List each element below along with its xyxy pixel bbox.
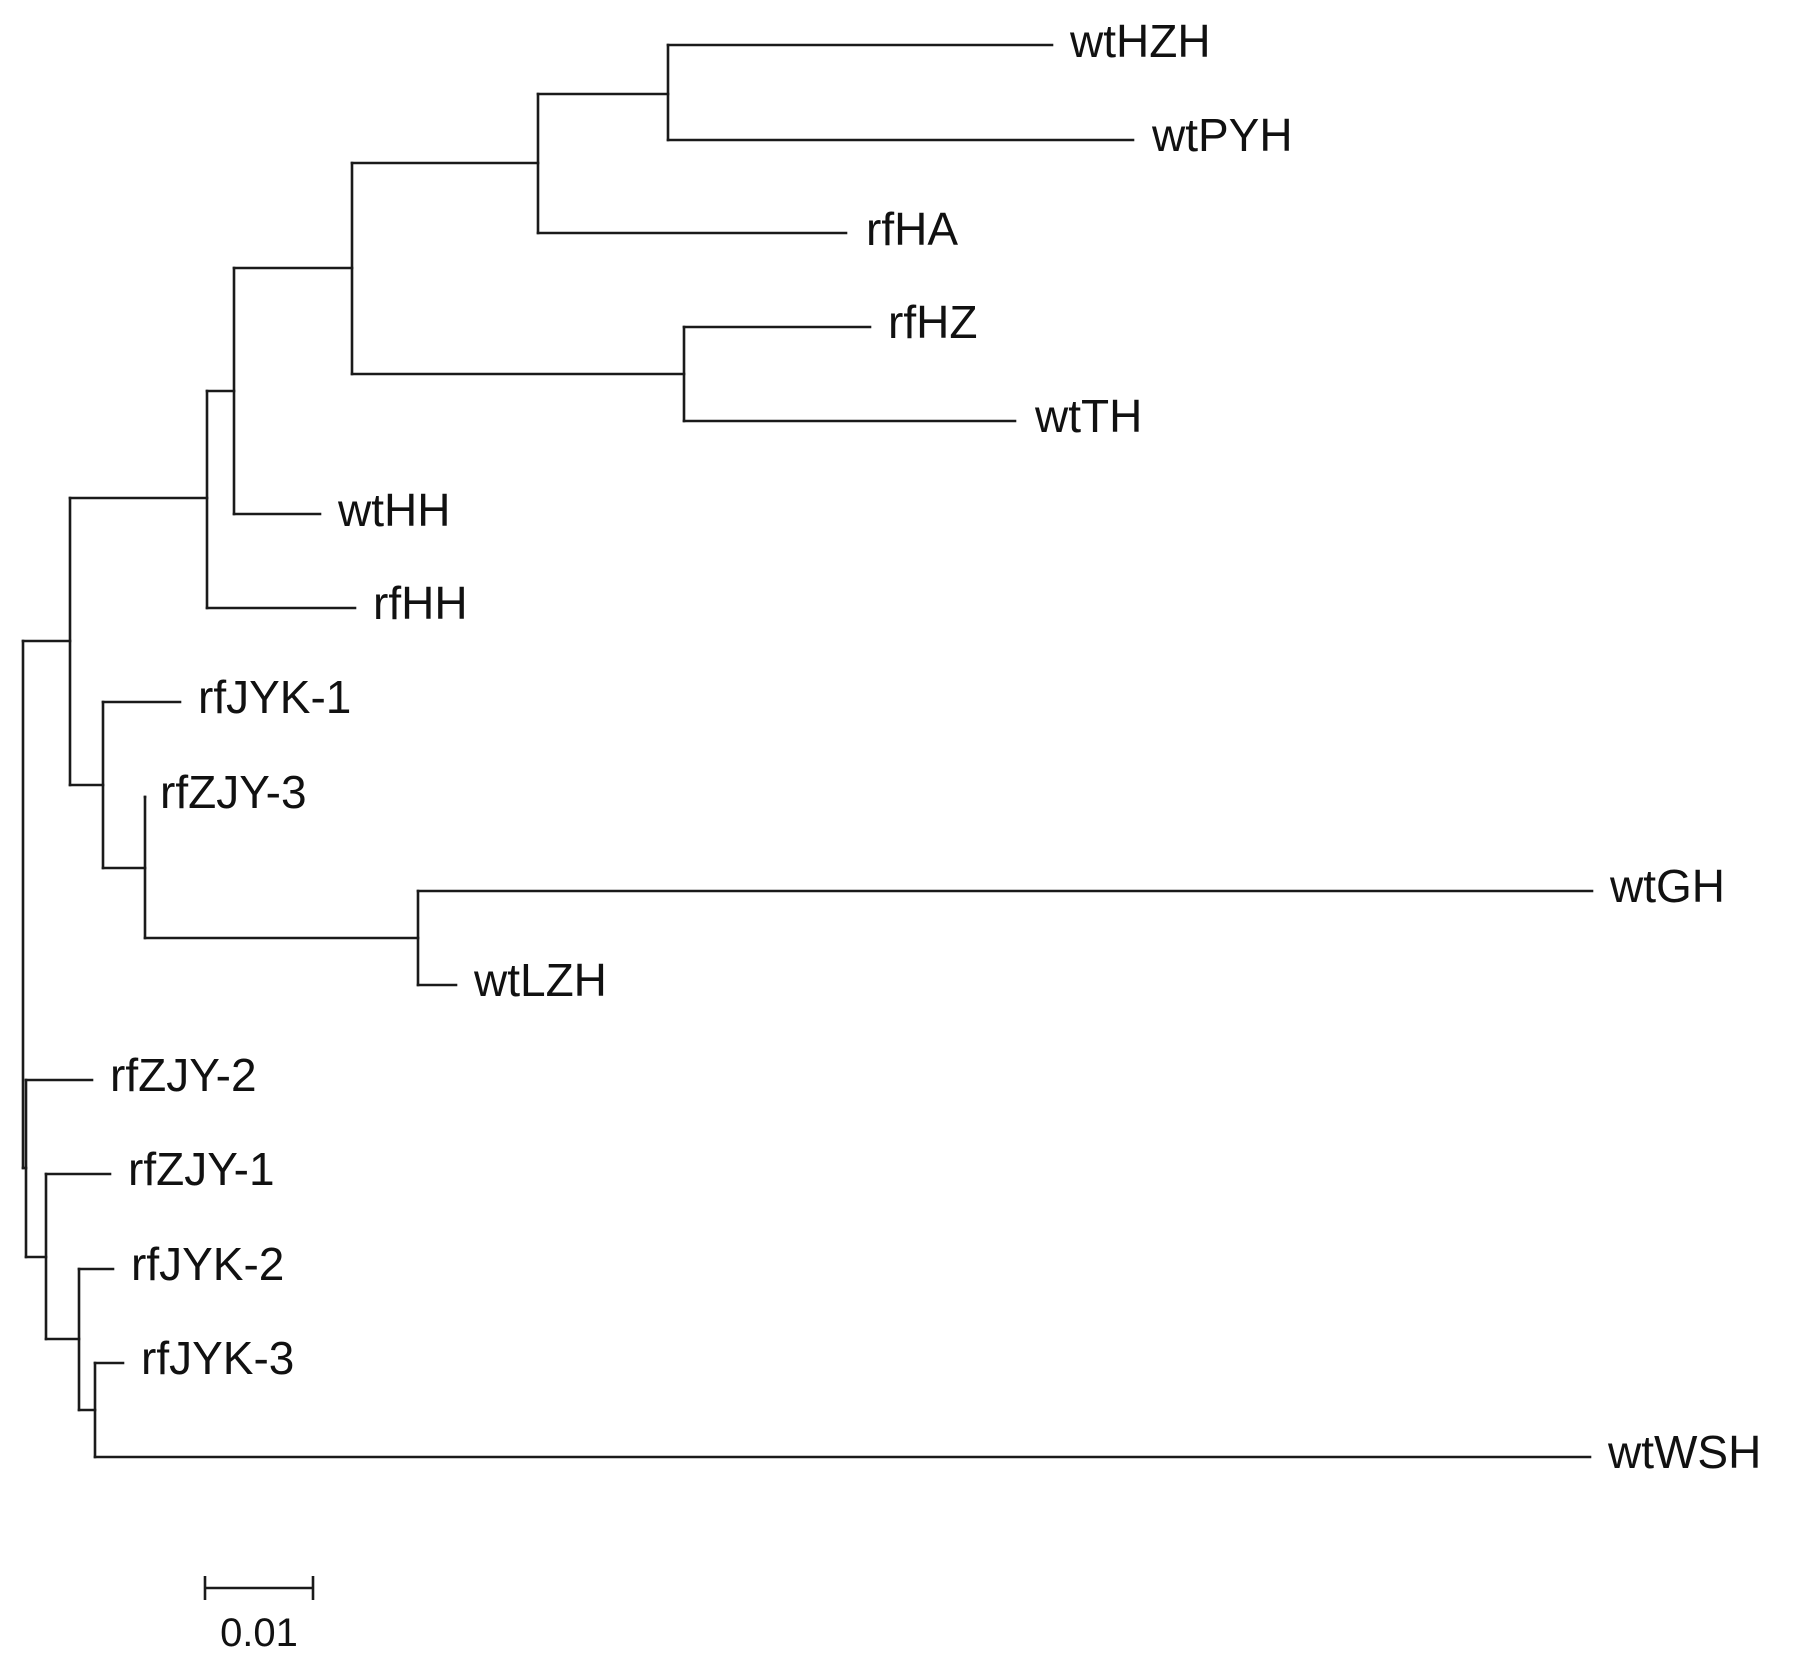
scale-bar-label: 0.01 [220,1611,298,1655]
leaf-label-wtWSH: wtWSH [1607,1426,1761,1478]
leaf-label-wtGH: wtGH [1609,860,1725,912]
leaf-label-wtLZH: wtLZH [473,954,607,1006]
leaf-label-wtHH: wtHH [337,484,450,536]
leaf-label-rfHH: rfHH [373,577,468,629]
leaf-label-wtPYH: wtPYH [1151,109,1293,161]
leaf-label-rfZJY-3: rfZJY-3 [160,766,307,818]
leaf-label-rfJYK-2: rfJYK-2 [131,1238,284,1290]
leaf-label-rfZJY-1: rfZJY-1 [128,1143,275,1195]
leaf-label-rfZJY-2: rfZJY-2 [110,1049,257,1101]
leaf-label-rfJYK-3: rfJYK-3 [141,1332,294,1384]
leaf-label-rfJYK-1: rfJYK-1 [198,671,351,723]
tree-branches [21,43,1594,1459]
leaf-labels: wtHZH wtPYH rfHA rfHZ wtTH wtHH rfHH rfJ… [110,15,1761,1478]
leaf-label-rfHA: rfHA [866,203,958,255]
leaf-label-wtHZH: wtHZH [1069,15,1211,67]
leaf-label-wtTH: wtTH [1034,390,1142,442]
leaf-label-rfHZ: rfHZ [888,296,977,348]
scale-bar: 0.01 [203,1576,315,1655]
